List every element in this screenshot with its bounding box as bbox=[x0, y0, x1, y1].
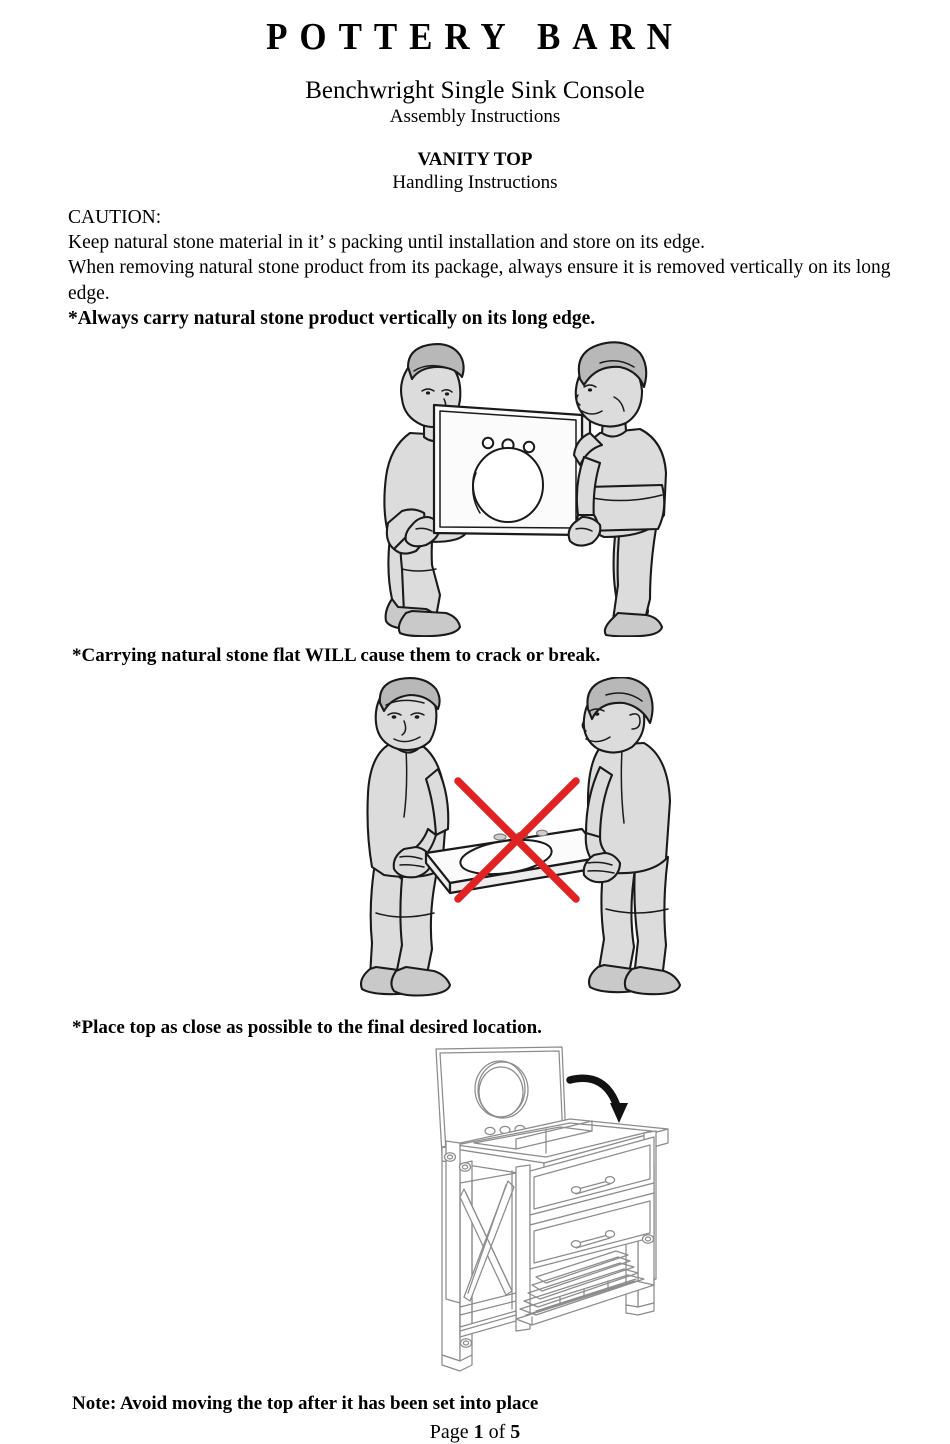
front-stile bbox=[515, 1164, 531, 1332]
drawer-bottom bbox=[529, 1192, 655, 1270]
console-base bbox=[441, 1118, 669, 1372]
shelf-slat-2 bbox=[523, 1268, 639, 1308]
figure-carry-flat-prohibited bbox=[0, 677, 950, 1007]
caution-line-2: When removing natural stone product from… bbox=[68, 257, 891, 304]
footer-page-number: 1 bbox=[473, 1421, 484, 1444]
bolt-3 bbox=[641, 1234, 655, 1245]
bolt-2 bbox=[458, 1162, 472, 1173]
shelf-slat-4 bbox=[531, 1256, 631, 1292]
sink-cutout bbox=[471, 447, 544, 524]
shelf-slat-3 bbox=[527, 1262, 635, 1300]
faucet-hole-top-1 bbox=[484, 1127, 496, 1136]
caution-block: CAUTION: Keep natural stone material in … bbox=[0, 205, 950, 332]
caution-line-1: Keep natural stone material in it’ s pac… bbox=[68, 231, 706, 253]
x-brace-side-panel bbox=[459, 1170, 517, 1334]
footer-page-middle: of bbox=[488, 1421, 506, 1444]
shelf-slat-5 bbox=[535, 1250, 629, 1284]
section-subtitle: Handling Instructions bbox=[392, 172, 558, 194]
hardware-bolts bbox=[443, 1152, 655, 1349]
caption-place-top: *Place top as close as possible to the f… bbox=[72, 1017, 542, 1039]
bolt-4 bbox=[459, 1338, 473, 1349]
caution-line-3: *Always carry natural stone product vert… bbox=[68, 308, 596, 330]
curved-down-arrow-icon bbox=[566, 1074, 628, 1124]
drawer-pull-post-1b bbox=[604, 1176, 616, 1185]
bolt-1 bbox=[443, 1152, 457, 1163]
shelf-slat-1 bbox=[519, 1274, 645, 1316]
brand-logo-text: POTTERY BARN bbox=[266, 16, 684, 58]
figure-vanity-console bbox=[0, 1043, 950, 1393]
page-title: Benchwright Single Sink Console bbox=[305, 77, 645, 104]
foot-front-left bbox=[441, 1354, 473, 1372]
drawer-pull-post-2b bbox=[604, 1230, 616, 1239]
figure-carry-flat-svg bbox=[359, 677, 682, 997]
brand-logo: POTTERY BARN bbox=[38, 0, 912, 56]
leg-rear-left bbox=[445, 1140, 461, 1304]
faucet-hole-flat-3 bbox=[536, 829, 549, 837]
document-header: Benchwright Single Sink Console Assembly… bbox=[0, 76, 950, 128]
page-footer: Page 1 of 5 bbox=[0, 1421, 950, 1444]
footer-page-total: 5 bbox=[510, 1421, 521, 1444]
foot-front-right bbox=[625, 1302, 655, 1316]
left-person-flat bbox=[359, 677, 452, 997]
section-header: VANITY TOP Handling Instructions bbox=[0, 148, 950, 194]
drawer-pull-post-2a bbox=[570, 1240, 582, 1249]
prohibition-x-mark bbox=[454, 777, 580, 904]
right-person-flat bbox=[581, 677, 682, 996]
figure-vanity-console-svg bbox=[435, 1046, 669, 1372]
drawer-pull-post-1a bbox=[570, 1186, 582, 1195]
faucet-hole-flat-1 bbox=[493, 833, 507, 841]
section-title: VANITY TOP bbox=[417, 149, 533, 171]
faucet-hole-3 bbox=[522, 441, 535, 454]
caption-carry-flat-warning: *Carrying natural stone flat WILL cause … bbox=[72, 645, 601, 667]
caution-label: CAUTION: bbox=[68, 206, 162, 228]
stone-slab-vertical bbox=[432, 404, 591, 541]
document-subtitle: Assembly Instructions bbox=[389, 105, 561, 127]
faucet-hole-1 bbox=[481, 437, 494, 450]
figure-carry-vertical bbox=[0, 337, 950, 638]
footer-page-prefix: Page bbox=[429, 1421, 469, 1444]
right-person bbox=[567, 341, 667, 638]
figure-carry-vertical-svg bbox=[382, 341, 667, 638]
